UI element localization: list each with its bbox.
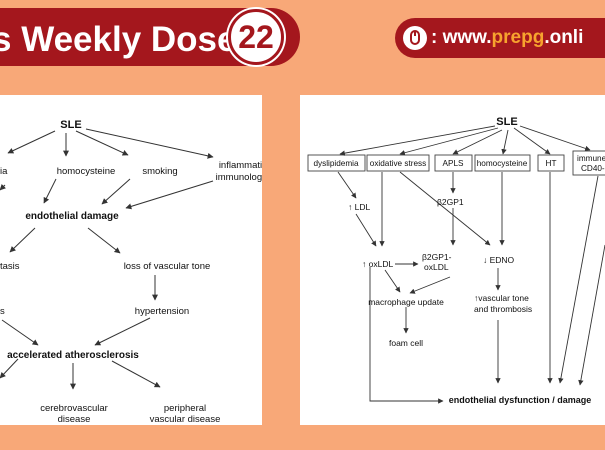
left-cerebro-line2: disease <box>58 414 91 425</box>
page-title: s Weekly Dose <box>0 20 237 59</box>
right-tone-line2: and thrombosis <box>474 304 532 314</box>
left-tone-label: loss of vascular tone <box>124 261 211 272</box>
right-ht-box: HT <box>546 159 557 168</box>
left-cerebro-line1: cerebrovascular <box>40 403 108 414</box>
right-complex-line2: oxLDL <box>424 262 449 272</box>
website-link[interactable]: : www.prepg.onli <box>395 18 605 58</box>
left-accelerated-label: accelerated atherosclerosis <box>7 350 139 361</box>
right-root-label: SLE <box>496 116 517 128</box>
left-diagram-panel: SLE ia homocysteine smoking inflammation… <box>0 95 295 425</box>
left-hypertension-label: hypertension <box>135 306 189 317</box>
right-immune-line2: CD40- <box>581 164 605 173</box>
right-boxes <box>307 150 605 176</box>
right-b2gp1-label: β2GP1 <box>437 197 464 207</box>
right-foam-label: foam cell <box>389 338 423 348</box>
right-immune-line1: immune <box>577 154 605 163</box>
right-homocysteine-box: homocysteine <box>477 159 528 168</box>
left-factor-label: ia <box>0 166 8 177</box>
right-apls-box: APLS <box>443 159 464 168</box>
url-prefix: : www. <box>431 27 492 48</box>
footer-band <box>0 427 605 450</box>
right-complex-line1: β2GP1- <box>422 252 452 262</box>
right-macrophage-label: macrophage update <box>368 297 444 307</box>
url-highlight: prepg <box>491 27 545 48</box>
left-diagram: SLE ia homocysteine smoking inflammation… <box>0 119 295 425</box>
left-inflammation-line1: inflammation and <box>219 160 262 171</box>
left-endothelial-label: endothelial damage <box>25 211 119 222</box>
right-diagram: SLE dyslipidemia oxidative stress APLS h… <box>307 116 605 405</box>
website-url: : www.prepg.onli <box>431 27 583 49</box>
right-oxldl-label: ↑ oxLDL <box>362 259 393 269</box>
right-oxldl-to-dysfunction-arrow <box>369 267 444 404</box>
right-oxidative-box: oxidative stress <box>370 159 426 168</box>
url-suffix: .onli <box>544 27 584 48</box>
issue-badge: 22 <box>228 9 284 65</box>
left-inflammation-line2: immunologic injury <box>216 172 262 183</box>
right-dysfunction-label: endothelial dysfunction / damage <box>449 395 592 405</box>
mouse-icon <box>403 26 427 50</box>
left-arrows <box>0 128 214 390</box>
right-diagram-panel: SLE dyslipidemia oxidative stress APLS h… <box>300 95 605 425</box>
right-edno-label: ↓ EDNO <box>483 255 515 265</box>
left-smoking-label: smoking <box>142 166 177 177</box>
right-tone-line1: ↑vascular tone <box>474 293 529 303</box>
right-dyslipidemia-box: dyslipidemia <box>313 159 358 168</box>
left-peripheral-line1: peripheral <box>164 403 206 414</box>
left-s-label: s <box>0 306 5 317</box>
left-root-label: SLE <box>60 119 81 131</box>
issue-number: 22 <box>238 18 274 55</box>
right-ldl-label: ↑ LDL <box>348 202 370 212</box>
left-hemostasis-label: tasis <box>0 261 20 272</box>
right-arrows <box>337 125 605 386</box>
left-homocysteine-label: homocysteine <box>57 166 116 177</box>
left-peripheral-line2: vascular disease <box>150 414 221 425</box>
